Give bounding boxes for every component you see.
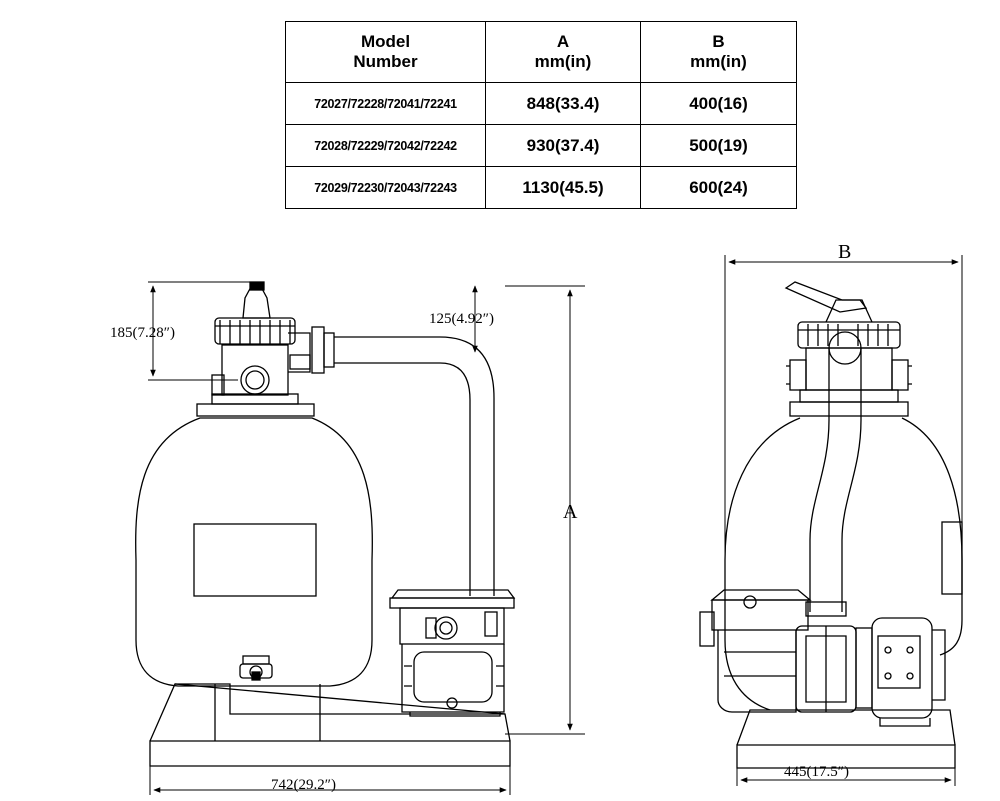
header-b-line2: mm(in)	[690, 52, 747, 71]
cell-model: 72027/72228/72041/72241	[285, 82, 486, 125]
label-valve-height: 185(7.28″)	[110, 325, 175, 341]
multiport-valve	[196, 281, 315, 417]
dim-height-a	[505, 285, 585, 735]
cell-a: 1130(45.5)	[485, 166, 641, 209]
header-b: B mm(in)	[640, 21, 797, 83]
table-row: 72027/72228/72041/72241 848(33.4) 400(16…	[285, 82, 797, 125]
dim-valve-height	[148, 281, 250, 381]
filter-tank	[135, 417, 373, 687]
front-view	[135, 281, 585, 795]
spec-table: Model Number A mm(in) B mm(in) 72027/722…	[285, 21, 797, 209]
side-pump	[699, 589, 946, 727]
side-view	[699, 255, 963, 786]
side-pipe	[805, 331, 862, 617]
dim-width-b	[724, 255, 963, 560]
label-base-depth: 445(17.5″)	[784, 764, 849, 780]
header-a: A mm(in)	[485, 21, 641, 83]
tank-label-plate	[193, 523, 317, 597]
header-a-line2: mm(in)	[534, 52, 592, 71]
side-tank	[724, 417, 963, 711]
cell-a: 930(37.4)	[485, 124, 641, 167]
front-pump	[389, 589, 516, 717]
label-height-a: A	[563, 501, 578, 523]
connecting-pipe	[311, 326, 495, 596]
cell-b: 500(19)	[640, 124, 797, 167]
dim-base-length	[149, 766, 511, 795]
header-model-line1: Model	[360, 32, 411, 51]
cell-model: 72029/72230/72043/72243	[285, 166, 486, 209]
header-model: Model Number	[285, 21, 486, 83]
front-base	[149, 683, 511, 767]
header-a-line1: A	[556, 32, 570, 51]
table-row: 72028/72229/72042/72242 930(37.4) 500(19…	[285, 124, 797, 167]
cell-b: 400(16)	[640, 82, 797, 125]
dim-base-depth	[736, 768, 956, 786]
table-row: 72029/72230/72043/72243 1130(45.5) 600(2…	[285, 166, 797, 209]
label-base-length: 742(29.2″)	[271, 777, 336, 793]
cell-a: 848(33.4)	[485, 82, 641, 125]
label-pipe-offset: 125(4.92″)	[429, 311, 494, 327]
header-model-line2: Number	[353, 52, 418, 71]
cell-model: 72028/72229/72042/72242	[285, 124, 486, 167]
side-base	[736, 709, 956, 769]
label-width-b: B	[838, 241, 851, 263]
cell-b: 600(24)	[640, 166, 797, 209]
side-valve	[784, 281, 912, 417]
header-b-line1: B	[712, 32, 725, 51]
table-header-row: Model Number A mm(in) B mm(in)	[285, 21, 797, 83]
